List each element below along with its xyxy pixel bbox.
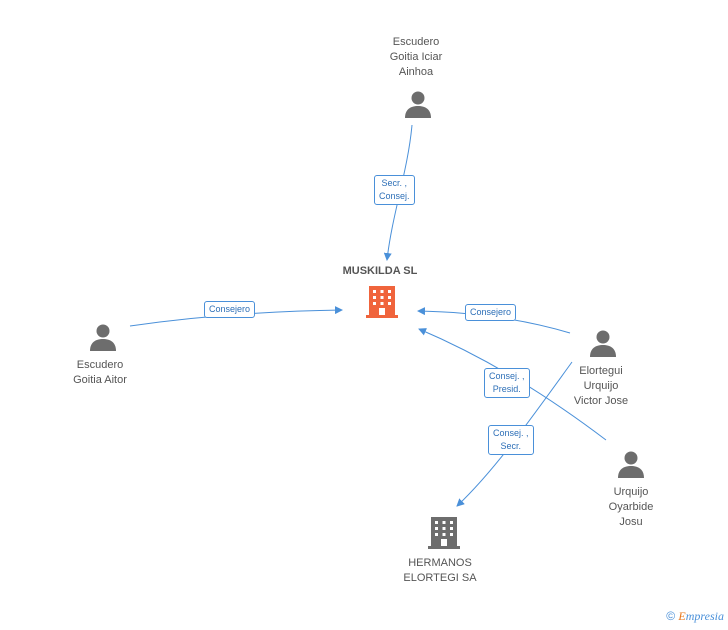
person-name-iciar[interactable]: Escudero Goitia Iciar Ainhoa: [368, 35, 464, 80]
company-name-muskilda[interactable]: MUSKILDA SL: [330, 264, 430, 279]
person-icon[interactable]: [88, 322, 118, 352]
company-name-hermanos[interactable]: HERMANOS ELORTEGI SA: [390, 556, 490, 586]
person-name-josu[interactable]: Urquijo Oyarbide Josu: [583, 485, 679, 530]
node-label-line: Ainhoa: [398, 66, 434, 78]
edge-label-line: Consej. ,: [493, 428, 529, 438]
edge-label-line: Consej.: [379, 191, 410, 201]
edge-label-victor-hermanos[interactable]: Consej. , Secr.: [488, 425, 534, 455]
node-label-line: Goitia Aitor: [73, 374, 127, 386]
node-label-line: Josu: [619, 516, 643, 528]
person-icon[interactable]: [588, 328, 618, 358]
edge-label-line: Consejero: [209, 304, 251, 314]
person-name-victor[interactable]: Elortegui Urquijo Victor Jose: [553, 364, 649, 409]
copyright-icon: ©: [666, 609, 676, 623]
brand-logo-initial: E: [678, 609, 686, 623]
edge-label-line: Secr. ,: [381, 178, 408, 188]
edge-label-josu-muskilda[interactable]: Consej. , Presid.: [484, 368, 530, 398]
node-label-line: Urquijo: [613, 486, 649, 498]
node-label-line: MUSKILDA SL: [342, 265, 418, 277]
edge-label-line: Consejero: [470, 307, 512, 317]
person-icon[interactable]: [403, 89, 433, 119]
edge-label-line: Secr.: [500, 441, 522, 451]
node-label-line: HERMANOS: [408, 557, 472, 569]
edge-label-victor-muskilda[interactable]: Consejero: [465, 304, 517, 321]
node-label-line: Goitia Iciar: [389, 51, 443, 63]
building-icon[interactable]: [366, 285, 398, 319]
node-label-line: Elortegui: [579, 365, 623, 377]
node-label-line: ELORTEGI SA: [403, 572, 477, 584]
node-label-line: Escudero: [76, 359, 124, 371]
node-label-line: Urquijo: [583, 380, 619, 392]
node-label-line: Oyarbide: [608, 501, 654, 513]
footer-credit: © Empresia: [666, 609, 724, 624]
brand-logo-rest: mpresia: [685, 609, 724, 623]
edge-label-iciar-muskilda[interactable]: Secr. , Consej.: [374, 175, 415, 205]
node-label-line: Victor Jose: [573, 395, 629, 407]
edge-label-aitor-muskilda[interactable]: Consejero: [204, 301, 256, 318]
person-icon[interactable]: [616, 449, 646, 479]
edge-label-line: Presid.: [492, 384, 521, 394]
node-label-line: Escudero: [392, 36, 440, 48]
edge-label-line: Consej. ,: [489, 371, 525, 381]
building-icon[interactable]: [428, 516, 460, 550]
person-name-aitor[interactable]: Escudero Goitia Aitor: [52, 358, 148, 388]
